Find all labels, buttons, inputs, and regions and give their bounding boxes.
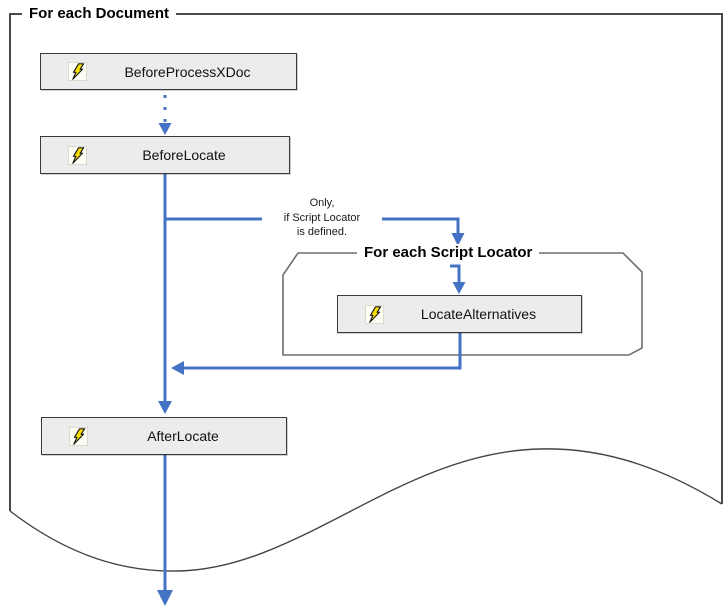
task-label: BeforeLocate — [142, 147, 226, 163]
task-label: BeforeProcessXDoc — [124, 63, 251, 80]
condition-note-line: is defined. — [296, 226, 348, 238]
task-box-before-locate: BeforeLocate — [40, 136, 290, 174]
arrowhead-down-icon — [158, 401, 172, 414]
event-bolt-icon — [69, 426, 88, 446]
inner-frame — [282, 252, 643, 356]
connector-return-to-main — [171, 333, 462, 375]
condition-note-line: Only, — [309, 197, 335, 209]
connector-dotted-before-process-to-before-locate — [158, 95, 172, 135]
arrowhead-down-icon — [157, 590, 173, 606]
connector-main-vertical — [158, 174, 172, 414]
task-box-after-locate: AfterLocate — [41, 417, 287, 455]
task-box-before-process-xdoc: BeforeProcessXDoc — [40, 53, 297, 90]
event-bolt-icon — [365, 304, 384, 324]
event-bolt-icon — [68, 145, 87, 165]
condition-note: Only, if Script Locator is defined. — [262, 196, 382, 240]
event-bolt-icon — [68, 62, 87, 81]
connector-title-to-locate-alternatives — [450, 264, 466, 294]
task-label: AfterLocate — [147, 428, 219, 444]
condition-note-line: if Script Locator — [283, 211, 361, 224]
arrowhead-down-icon — [158, 123, 172, 135]
outer-frame-title: For each Document — [22, 5, 177, 23]
outer-frame — [9, 13, 723, 511]
inner-frame-title: For each Script Locator — [357, 244, 540, 262]
arrowhead-left-icon — [171, 361, 184, 375]
task-label: LocateAlternatives — [420, 306, 537, 322]
connector-exit-bottom — [157, 455, 173, 606]
page-break-wave — [9, 448, 723, 572]
task-box-locate-alternatives: LocateAlternatives — [337, 295, 582, 333]
arrowhead-down-icon — [451, 233, 465, 246]
arrowhead-down-icon — [452, 282, 466, 294]
